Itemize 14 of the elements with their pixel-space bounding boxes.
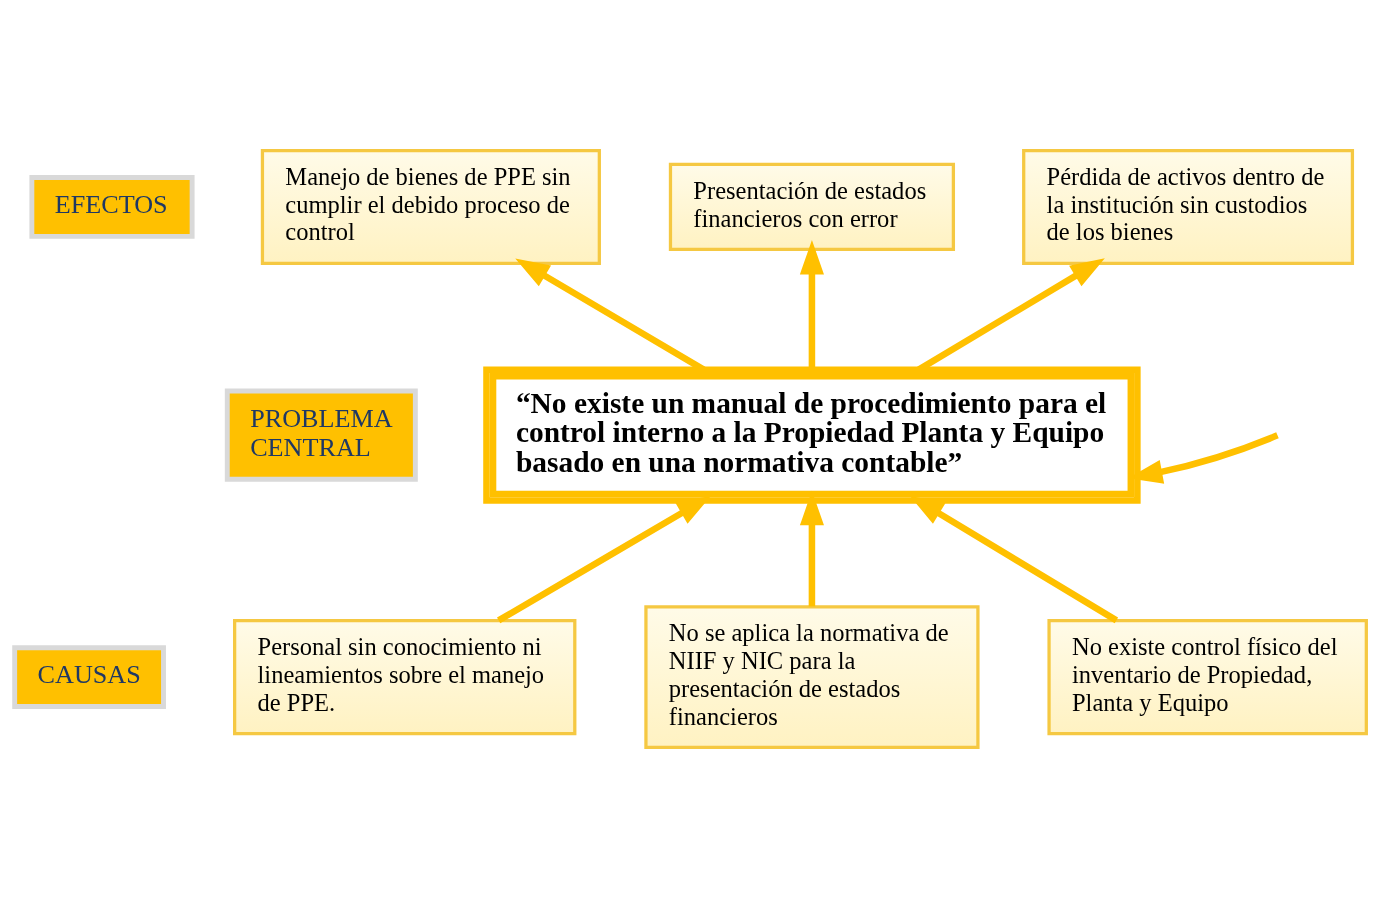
- node-box: Manejo de bienes de PPE sin cumplir el debido proceso de control: [260, 148, 601, 265]
- node-box: EFECTOS: [29, 175, 195, 239]
- arrow: [909, 495, 1119, 624]
- node-box: Presentación de estados financieros con error: [668, 162, 956, 252]
- node-box: Personal sin conocimiento ni lineamientos sobre el manejo de PPE.: [233, 619, 577, 736]
- arrow: [799, 240, 824, 370]
- arrow: [497, 495, 712, 624]
- node-box: PROBLEMA CENTRAL: [224, 388, 418, 482]
- node-box: Pérdida de activos dentro de la institución sin custodios de los bienes: [1022, 148, 1355, 265]
- node-box: “No existe un manual de procedimiento para el control interno a la Propiedad Planta y Equipo basado en una normativa contable”: [483, 366, 1141, 504]
- arrow: [799, 490, 824, 607]
- node-box: No se aplica la normativa de NIIF y NIC para la presentación de estados financieros: [644, 605, 980, 750]
- node-box: CAUSAS: [12, 645, 166, 710]
- node-box: No existe control físico del inventario de Propiedad, Planta y Equipo: [1047, 619, 1368, 736]
